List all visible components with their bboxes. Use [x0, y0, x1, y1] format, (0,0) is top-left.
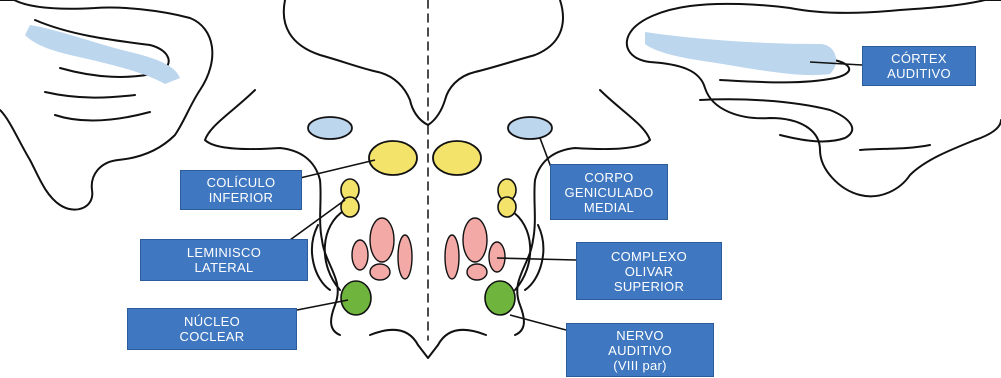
- right-cortex-outline: [627, 0, 1001, 196]
- label-cortex-line2: AUDITIVO: [887, 66, 951, 81]
- label-colliculus-line1: COLÍCULO: [207, 175, 276, 190]
- label-nucleo-coclear: NÚCLEO COCLEAR: [127, 308, 297, 350]
- right-olivary-nucleus-1: [445, 235, 459, 279]
- leader-cochlear: [297, 300, 348, 310]
- label-geniculate-line2: GENICULADO: [565, 185, 654, 200]
- right-cortex-inner-fold-3: [860, 145, 930, 150]
- label-lemniscus-line2: LATERAL: [195, 260, 254, 275]
- label-corpo-geniculado-medial: CORPO GENICULADO MEDIAL: [550, 164, 668, 220]
- left-olivary-nucleus-3: [370, 264, 390, 280]
- label-colliculus-line2: INFERIOR: [209, 190, 274, 205]
- label-leminisco-lateral: LEMINISCO LATERAL: [140, 239, 308, 281]
- right-olivary-nucleus-4: [489, 242, 505, 272]
- right-olivary-nucleus-2: [463, 218, 487, 262]
- leader-olivary: [497, 258, 576, 260]
- right-lemniscus-nucleus-lower: [498, 197, 516, 217]
- label-geniculate-line1: CORPO: [584, 170, 633, 185]
- label-nerve-line2: AUDITIVO: [608, 343, 672, 358]
- label-nervo-auditivo: NERVO AUDITIVO (VIII par): [566, 323, 714, 377]
- label-cochlear-line2: COCLEAR: [180, 329, 245, 344]
- brainstem-right-outline: [428, 0, 563, 125]
- left-auditory-cortex-region: [25, 25, 180, 84]
- brainstem-left-outline: [284, 0, 428, 125]
- label-complexo-olivar-superior: COMPLEXO OLIVAR SUPERIOR: [576, 242, 722, 300]
- left-olivary-nucleus-4: [398, 235, 412, 279]
- left-inferior-colliculus: [369, 141, 417, 175]
- right-olivary-nucleus-3: [467, 264, 487, 280]
- left-cortex-inner-fold-3: [55, 112, 150, 121]
- right-cortex-inner-fold-2: [700, 99, 852, 141]
- brainstem-notch: [418, 345, 438, 358]
- label-cochlear-line1: NÚCLEO: [184, 314, 240, 329]
- label-olivary-line1: COMPLEXO: [611, 249, 687, 264]
- left-olivary-nucleus-2: [370, 218, 394, 262]
- label-lemniscus-line1: LEMINISCO: [187, 245, 261, 260]
- label-geniculate-line3: MEDIAL: [584, 200, 634, 215]
- right-cochlear-nucleus: [485, 281, 515, 315]
- label-cortex-line1: CÓRTEX: [891, 51, 947, 66]
- label-coliculo-inferior: COLÍCULO INFERIOR: [180, 170, 302, 210]
- label-nerve-line1: NERVO: [616, 328, 664, 343]
- left-cochlear-nucleus: [341, 281, 371, 315]
- label-olivary-line3: SUPERIOR: [614, 279, 684, 294]
- right-inferior-colliculus: [433, 141, 481, 175]
- label-cortex-auditivo: CÓRTEX AUDITIVO: [862, 46, 976, 86]
- label-nerve-line3: (VIII par): [613, 358, 667, 373]
- label-olivary-line2: OLIVAR: [625, 264, 674, 279]
- left-cortex-inner-fold-2: [45, 92, 135, 98]
- right-medial-geniculate: [508, 117, 552, 139]
- right-auditory-cortex-region: [645, 32, 836, 75]
- leader-nerve: [510, 315, 566, 330]
- left-medial-geniculate: [308, 117, 352, 139]
- left-olivary-nucleus-1: [352, 240, 368, 270]
